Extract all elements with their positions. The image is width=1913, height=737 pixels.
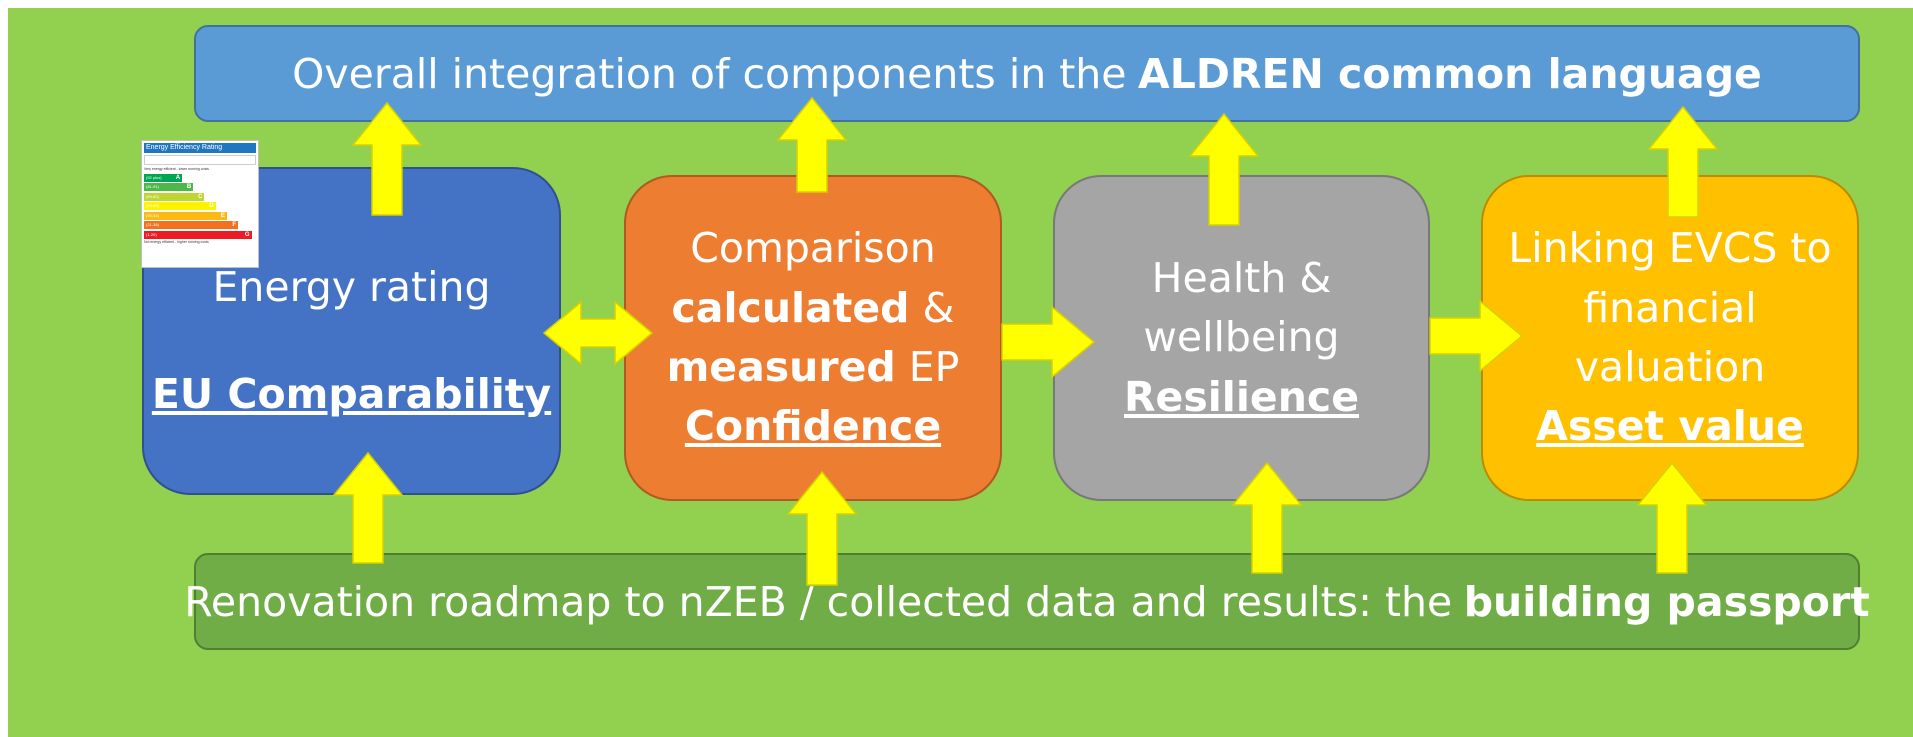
up-arrow-asset-to-top (1647, 105, 1719, 218)
right-arrow-comparison-health (1001, 305, 1096, 379)
linking-evcs-label: Linking EVCS to (1508, 224, 1832, 273)
up-arrow-comparison-to-top (776, 96, 848, 193)
energy-band-e: (39-54) E (144, 211, 227, 220)
integration-banner-bold: ALDREN common language (1138, 49, 1762, 98)
energy-band-g: (1-20) G (144, 230, 252, 239)
energy-label-bands: (92 plus) A (81-91) B (69-80) C (55-68) D (39-54… (144, 173, 256, 239)
measured-label: measured (666, 343, 896, 391)
passport-banner-bold: building passport (1463, 577, 1870, 626)
up-arrow-health-to-top (1188, 112, 1260, 226)
integration-banner: Overall integration of components in the… (194, 25, 1860, 122)
energy-band-range: (81-91) (146, 184, 159, 189)
asset-value-label: Asset value (1536, 402, 1804, 451)
asset-value-box: Linking EVCS to financial valuation Asse… (1481, 175, 1859, 501)
energy-label-blank-row (144, 155, 256, 165)
energy-band-a: (92 plus) A (144, 173, 183, 182)
energy-label-bottom-note: Not energy efficient - higher running co… (144, 240, 209, 244)
confidence-label: Confidence (684, 402, 942, 451)
energy-band-range: (21-38) (146, 222, 159, 227)
ep-label: EP (908, 343, 960, 391)
calculated-label: calculated (671, 283, 910, 332)
energy-band-range: (39-54) (146, 212, 159, 218)
energy-band-grade: F (232, 222, 237, 228)
energy-band-grade: G (244, 231, 250, 238)
energy-band-grade: E (220, 212, 225, 219)
energy-band-b: (81-91) B (144, 183, 194, 191)
calculated-line: calculated & (671, 279, 954, 338)
wellbeing-label: wellbeing (1143, 313, 1340, 362)
energy-label-top-note: Very energy efficient - lower running co… (144, 167, 209, 171)
financial-label: financial (1583, 283, 1757, 332)
energy-band-c: (69-80) C (144, 192, 205, 201)
right-arrow-health-asset (1429, 299, 1524, 373)
health-label: Health & (1151, 253, 1332, 302)
resilience-label: Resilience (1123, 372, 1360, 421)
up-arrow-energy-to-top (351, 101, 423, 216)
energy-band-grade: C (198, 193, 203, 200)
measured-line: measured EP (667, 338, 960, 397)
up-arrow-bottom-to-comparison (786, 470, 858, 586)
energy-band-range: (69-80) (146, 193, 159, 199)
energy-band-d: (55-68) D (144, 202, 216, 210)
eu-comparability-label: EU Comparability (151, 370, 552, 418)
energy-label-title: Energy Efficiency Rating (144, 143, 256, 153)
energy-band-f: (21-38) F (144, 221, 239, 229)
energy-label-picture: Energy Efficiency Rating Very energy eff… (141, 140, 259, 268)
energy-rating-box: Energy rating EU Comparability (142, 167, 561, 495)
energy-band-grade: D (209, 203, 214, 209)
energy-band-range: (1-20) (146, 231, 157, 237)
passport-banner: Renovation roadmap to nZEB / collected d… (184, 553, 1870, 650)
energy-band-grade: A (175, 174, 181, 181)
energy-band-range: (55-68) (146, 203, 159, 208)
energy-rating-label: Energy rating (212, 262, 491, 311)
integration-banner-text: Overall integration of components in the (292, 49, 1127, 98)
energy-band-range: (92 plus) (146, 174, 162, 180)
up-arrow-bottom-to-health (1231, 461, 1303, 574)
up-arrow-bottom-to-asset (1636, 461, 1708, 574)
ampersand-label: & (922, 283, 955, 332)
valuation-label: valuation (1574, 343, 1766, 391)
energy-band-grade: B (186, 184, 192, 190)
comparison-label: Comparison (690, 224, 936, 273)
up-arrow-bottom-to-energy (332, 451, 404, 564)
double-arrow-energy-comparison (542, 300, 654, 366)
